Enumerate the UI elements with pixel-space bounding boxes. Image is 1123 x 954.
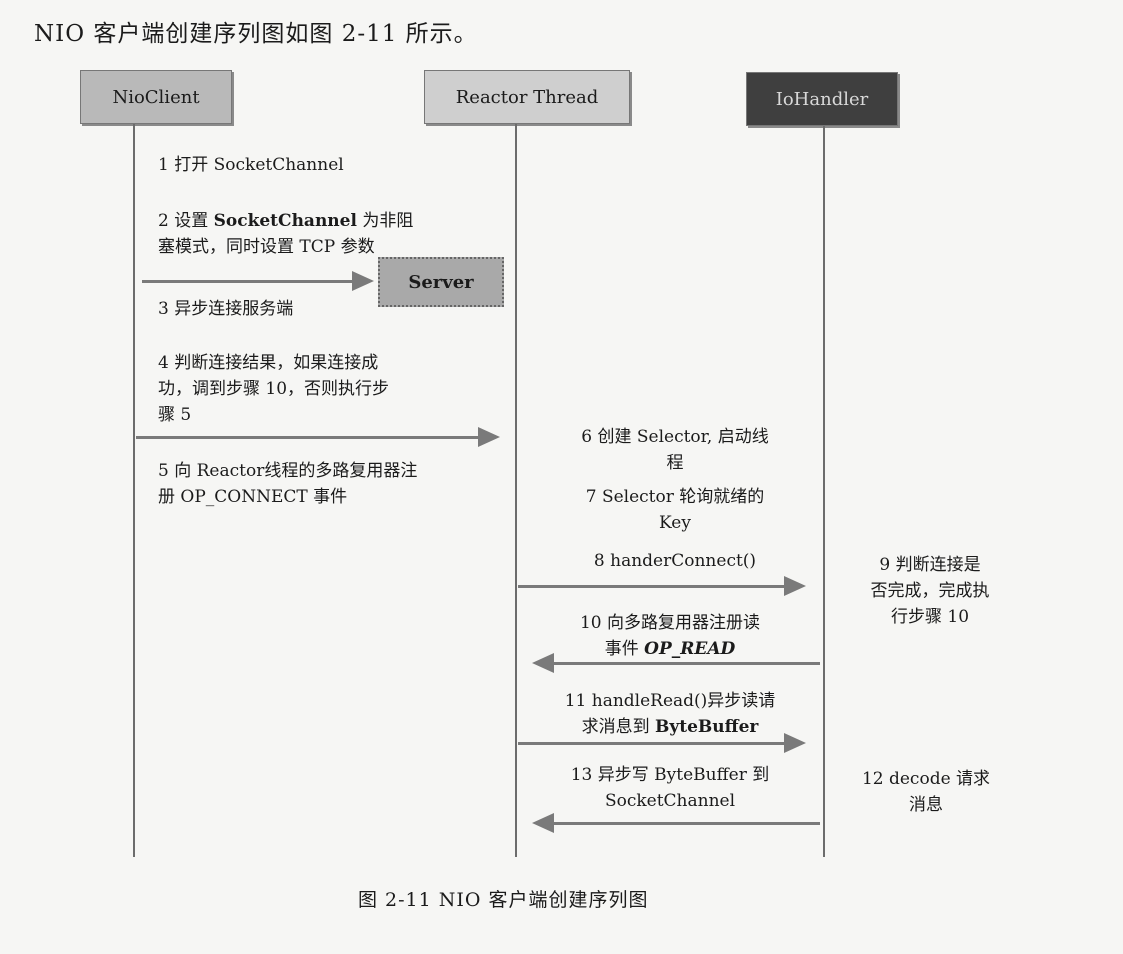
step-2-pre: 2 设置 [158, 211, 214, 231]
step-8-label: 8 handerConnect() [540, 548, 810, 574]
step-9-line-1: 9 判断连接是 [879, 555, 981, 575]
step-5-line-2: 册 OP_CONNECT 事件 [158, 487, 348, 507]
step-12-label: 12 decode 请求 消息 [836, 766, 1016, 818]
step-2-post: 为非阻 [356, 211, 414, 231]
step-4-line-2: 功，调到步骤 10，否则执行步 [158, 379, 390, 399]
figure-caption: 图 2-11 NIO 客户端创建序列图 [358, 889, 649, 911]
lifeline-iohandler [823, 126, 825, 857]
step-1-label: 1 打开 SocketChannel [158, 152, 344, 178]
actor-reactor-thread: Reactor Thread [424, 70, 630, 124]
step-1-line: 1 打开 SocketChannel [158, 155, 344, 175]
step-13-line-1: 13 异步写 ByteBuffer 到 [570, 765, 770, 785]
lifeline-nioclient [133, 124, 135, 857]
step-2-keyword: SocketChannel [213, 211, 357, 231]
server-box: Server [378, 257, 504, 307]
step-7-line-1: 7 Selector 轮询就绪的 [585, 487, 765, 507]
step-5-label: 5 向 Reactor线程的多路复用器注 册 OP_CONNECT 事件 [158, 458, 417, 510]
step-7-line-2: Key [659, 513, 691, 533]
step-13-label: 13 异步写 ByteBuffer 到 SocketChannel [530, 762, 810, 814]
step-10-keyword: OP_READ [644, 639, 736, 659]
step-3-line: 3 异步连接服务端 [158, 299, 294, 319]
step-13-line-2: SocketChannel [604, 791, 736, 811]
arrow-handle-connect [518, 576, 806, 596]
step-11-line-1: 11 handleRead()异步读请 [564, 691, 776, 711]
arrow-handle-read [518, 733, 806, 753]
step-6-label: 6 创建 Selector, 启动线 程 [540, 424, 810, 476]
step-12-line-1: 12 decode 请求 [861, 769, 991, 789]
step-4-label: 4 判断连接结果，如果连接成 功，调到步骤 10，否则执行步 骤 5 [158, 350, 389, 428]
step-10-label: 10 向多路复用器注册读 事件 OP_READ [530, 610, 810, 662]
step-4-line-3: 骤 5 [158, 405, 192, 425]
lifeline-reactor-thread [515, 124, 517, 857]
step-9-line-2: 否完成，完成执 [870, 581, 990, 601]
step-8-line: 8 handerConnect() [593, 551, 757, 571]
step-11-pre: 求消息到 [581, 717, 656, 737]
step-11-keyword: ByteBuffer [655, 717, 759, 737]
step-9-label: 9 判断连接是 否完成，完成执 行步骤 10 [840, 552, 1020, 630]
step-6-line-1: 6 创建 Selector, 启动线 [581, 427, 769, 447]
arrow-register-connect [136, 427, 500, 447]
step-2-label: 2 设置 SocketChannel 为非阻 塞模式，同时设置 TCP 参数 [158, 208, 413, 260]
step-2-line-1: 2 设置 SocketChannel 为非阻 [158, 208, 413, 234]
step-3-label: 3 异步连接服务端 [158, 296, 293, 322]
step-7-label: 7 Selector 轮询就绪的 Key [540, 484, 810, 536]
actor-iohandler: IoHandler [746, 72, 898, 126]
actor-nioclient: NioClient [80, 70, 232, 124]
step-12-line-2: 消息 [909, 795, 943, 815]
intro-text: NIO 客户端创建序列图如图 2-11 所示。 [34, 21, 478, 47]
arrow-async-connect [142, 271, 374, 291]
step-10-pre: 事件 [604, 639, 645, 659]
step-2-line-2: 塞模式，同时设置 TCP 参数 [158, 237, 375, 257]
step-9-line-3: 行步骤 10 [890, 607, 970, 627]
step-5-line-1: 5 向 Reactor线程的多路复用器注 [158, 461, 418, 481]
step-4-line-1: 4 判断连接结果，如果连接成 [158, 353, 379, 373]
step-10-line-2: 事件 OP_READ [530, 636, 810, 662]
arrow-async-write [532, 813, 820, 833]
step-11-line-2: 求消息到 ByteBuffer [530, 714, 810, 740]
step-10-line-1: 10 向多路复用器注册读 [579, 613, 761, 633]
arrow-register-read [532, 653, 820, 673]
step-11-label: 11 handleRead()异步读请 求消息到 ByteBuffer [530, 688, 810, 740]
step-6-line-2: 程 [666, 453, 684, 473]
